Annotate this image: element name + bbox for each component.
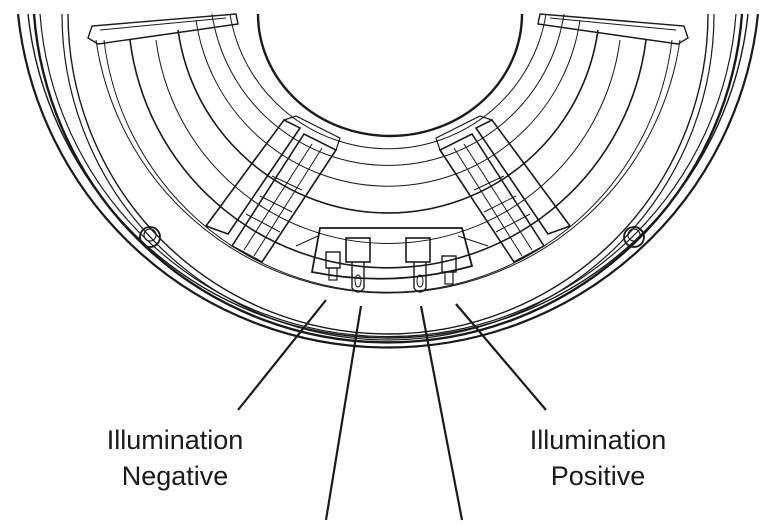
leader-illumination-negative	[237, 299, 327, 411]
label-illumination-positive: Illumination Positive	[508, 422, 688, 494]
leader-lines	[237, 299, 547, 521]
label-illumination-negative-line2: Negative	[121, 461, 229, 491]
outer-rim	[16, 13, 760, 349]
top-brackets	[87, 13, 689, 45]
left-mounting-arm	[204, 115, 341, 264]
leader-wire-right	[419, 305, 464, 521]
right-mounting-arm	[435, 115, 572, 264]
leader-illumination-positive	[455, 303, 547, 411]
right-screw-icon	[623, 226, 645, 248]
leader-wire-left	[324, 305, 363, 521]
label-illumination-negative-line1: Illumination	[106, 425, 244, 455]
left-screw-icon	[139, 226, 161, 248]
center-opening	[256, 13, 524, 138]
terminal-block	[295, 227, 489, 293]
label-illumination-positive-line2: Positive	[550, 461, 646, 491]
reflector-rings	[95, 13, 681, 294]
label-illumination-positive-line1: Illumination	[529, 425, 667, 455]
label-illumination-negative: Illumination Negative	[85, 422, 265, 494]
